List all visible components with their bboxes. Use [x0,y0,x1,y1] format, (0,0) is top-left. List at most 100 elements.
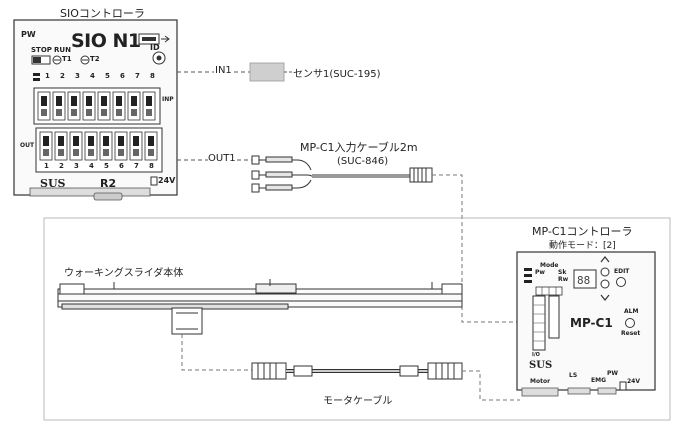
usb-port-slot [142,37,156,41]
sio-input-number: 1 [45,72,50,80]
out-terminal-screw [133,136,139,146]
out-terminal-wire [133,149,139,156]
mp-c1-io-label: I/O [532,352,540,358]
out-terminal-wire [118,149,124,156]
sio-output-number: 8 [149,162,154,170]
inp-terminal-wire [71,109,77,116]
sio-input-number: 4 [90,72,95,80]
out-terminal-wire [58,149,64,156]
sio-pw-label: PW [21,30,36,39]
in1-label: IN1 [215,65,232,76]
inp-terminal-wire [56,109,62,116]
mp-c1-brand-label: SUS [529,360,553,371]
mp-c1-reset-label: Reset [621,330,641,337]
out-terminal-wire [73,149,79,156]
out-terminal-screw [118,136,124,146]
down-arrow-icon [600,294,610,301]
inp-terminal-wire [86,109,92,116]
motor-dashed-link [462,370,520,401]
inp-terminal-wire [41,109,47,116]
sio-output-number: 1 [44,162,49,170]
slider-dashed-link [181,334,252,371]
sio-input-number: 7 [135,72,140,80]
sio-t1-label: T1 [62,55,72,63]
sio-mount-foot [93,192,123,201]
sio-input-number: 2 [60,72,65,80]
mp-c1-edit-button [616,277,626,287]
sio-id-label: ID [150,43,160,52]
mp-c1-reset-button [625,318,635,328]
mp-c1-edit-label: EDIT [614,268,630,275]
mp-c1-down-button [600,279,610,289]
led-indicator [33,73,40,76]
out-terminal-wire [43,149,49,156]
sio-input-number: 3 [75,72,80,80]
up-arrow-icon [600,256,610,263]
mp-c1-pw-port-label: PW [607,370,619,377]
out-terminal-wire [88,149,94,156]
sio-base-plate [29,187,151,197]
inp-terminal-screw [71,96,77,106]
sio-model-label: SIO N1 [71,30,141,52]
usb-symbol-icon [161,35,170,43]
svg-text:88: 88 [577,274,590,287]
inp-terminal-screw [116,96,122,106]
sio-24v-label: 24V [158,176,176,185]
sio-out-label: OUT [20,142,35,149]
sio-t2-label: T2 [90,55,100,63]
mp-c1-up-button [600,267,610,277]
inp-terminal-screw [56,96,62,106]
sio-stop-label: STOP [31,46,52,54]
sio-output-number: 5 [104,162,109,170]
stop-run-switch-knob [33,57,41,63]
out-terminal-screw [43,136,49,146]
mp-c1-alm-label: ALM [624,308,639,315]
sio-output-number: 3 [74,162,79,170]
sio-24v-connector [150,176,158,186]
mp-c1-input-cable [251,155,433,193]
mp-c1-mode-label: Mode [540,262,559,269]
slider-label: ウォーキングスライダ本体 [64,268,184,279]
out-terminal-screw [58,136,64,146]
mp-c1-motor-label: Motor [530,378,551,385]
io-dashed-link [432,174,528,323]
led-indicator [33,78,40,81]
mp-c1-motor-port [521,387,559,397]
sio-r2-label: R2 [100,177,117,190]
system-frame [43,217,671,421]
mp-c1-ls-port [567,387,591,395]
input-cable-title: MP-C1入力ケーブル2m [300,141,418,154]
motor-cable-label: モータケーブル [323,396,393,407]
mp-c1-7seg-display [573,269,597,289]
inp-terminal-screw [41,96,47,106]
motor-cable-art [251,362,463,380]
out-terminal-wire [103,149,109,156]
mp-c1-emg-label: EMG [591,377,606,384]
sio-input-number: 6 [120,72,125,80]
mp-c1-24v-connector [619,381,627,391]
inp-terminal-screw [101,96,107,106]
walking-slider [57,279,463,335]
out-terminal-screw [148,136,154,146]
sio-output-number: 6 [119,162,124,170]
mp-c1-rw-label: Rw [558,276,569,283]
sensor-box [249,62,285,82]
out-terminal-wire [148,149,154,156]
sensor-label: センサ1(SUC-195) [293,69,381,80]
sio-input-number: 5 [105,72,110,80]
sio-run-label: RUN [54,46,71,54]
sio-output-number: 2 [59,162,64,170]
inp-terminal-screw [131,96,137,106]
mp-c1-sk-label: Sk [558,269,567,276]
sio-output-number: 4 [89,162,94,170]
mp-c1-ls-label: LS [569,372,578,379]
inp-terminal-wire [116,109,122,116]
inp-terminal-wire [101,109,107,116]
mp-c1-emg-port [597,387,617,395]
inp-terminal-wire [146,109,152,116]
mp-c1-model-label: MP-C1 [570,316,613,330]
inp-terminal-screw [146,96,152,106]
sio-brand-label: SUS [40,177,66,190]
input-cable-code: (SUC-846) [337,156,389,167]
